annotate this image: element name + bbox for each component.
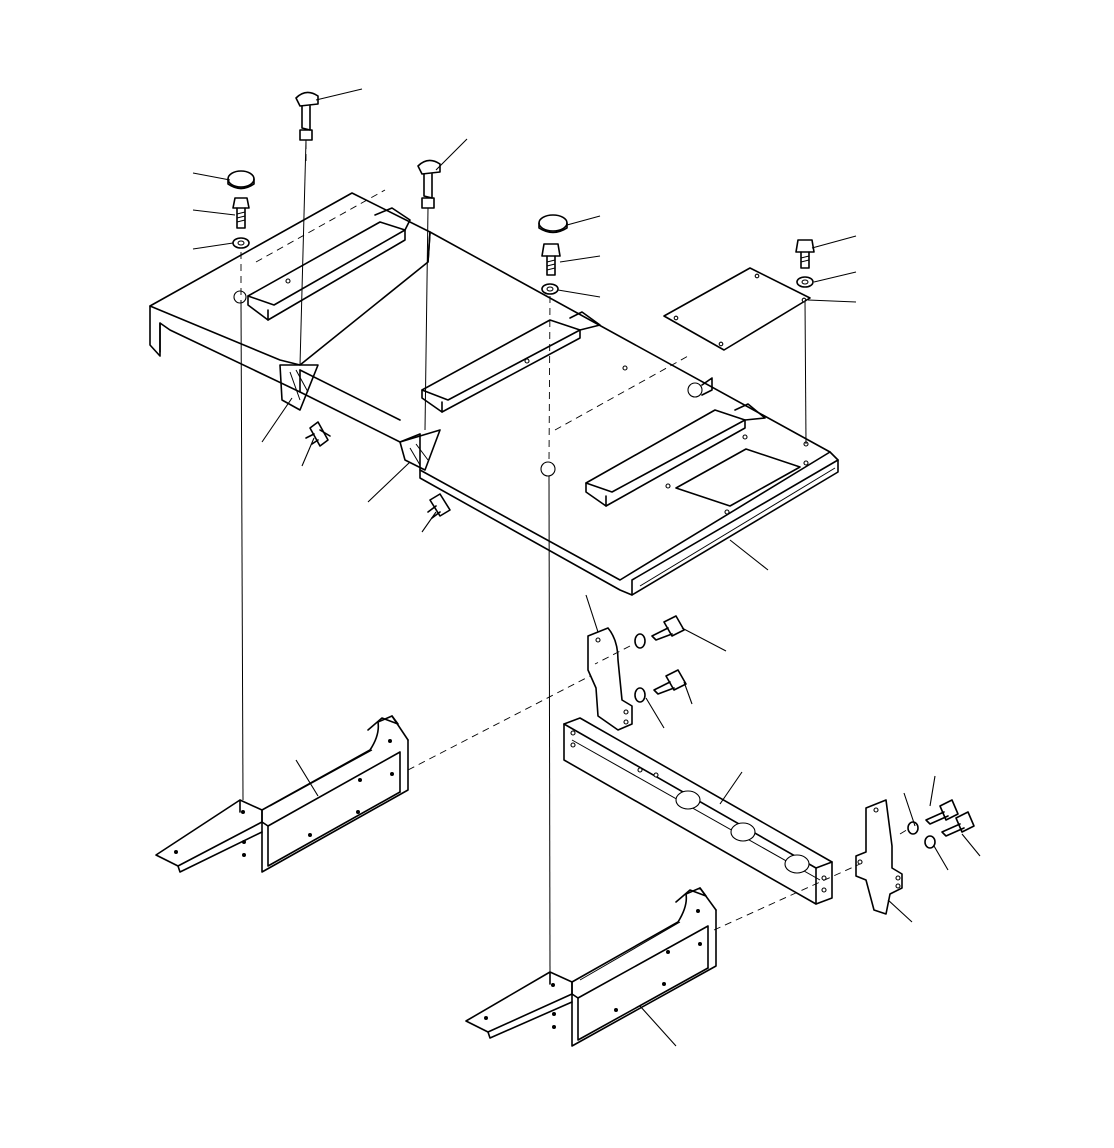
leader-lines — [192, 88, 981, 1047]
side-gusset-plate-right — [855, 799, 903, 915]
hex-bolt — [795, 239, 815, 269]
washer — [232, 237, 250, 249]
upper-floor-plate — [149, 192, 441, 471]
washer — [541, 283, 559, 295]
washer — [634, 633, 646, 649]
cross-member-beam — [563, 717, 833, 905]
access-cover-plate — [663, 267, 811, 351]
side-gusset-plate-center — [587, 627, 633, 731]
hex-bolt — [925, 799, 959, 825]
washer — [634, 687, 646, 703]
washer — [924, 835, 936, 849]
hex-bolt — [305, 421, 331, 447]
hex-bolt — [232, 197, 250, 229]
hex-bolt — [541, 243, 561, 276]
washer — [796, 276, 814, 288]
washer — [907, 821, 919, 835]
rubber-plug — [538, 214, 568, 234]
quarter-turn-fastener — [417, 159, 441, 209]
rubber-plug — [227, 170, 255, 190]
left-support-bracket — [155, 715, 409, 873]
main-floor-plate — [419, 231, 839, 596]
hex-bolt — [427, 493, 451, 519]
hex-bolt — [941, 811, 975, 837]
quarter-turn-fastener — [295, 91, 319, 141]
hex-bolt — [651, 615, 685, 641]
hex-bolt — [653, 669, 687, 695]
assembly-lines — [240, 139, 911, 973]
right-support-bracket — [465, 887, 717, 1047]
